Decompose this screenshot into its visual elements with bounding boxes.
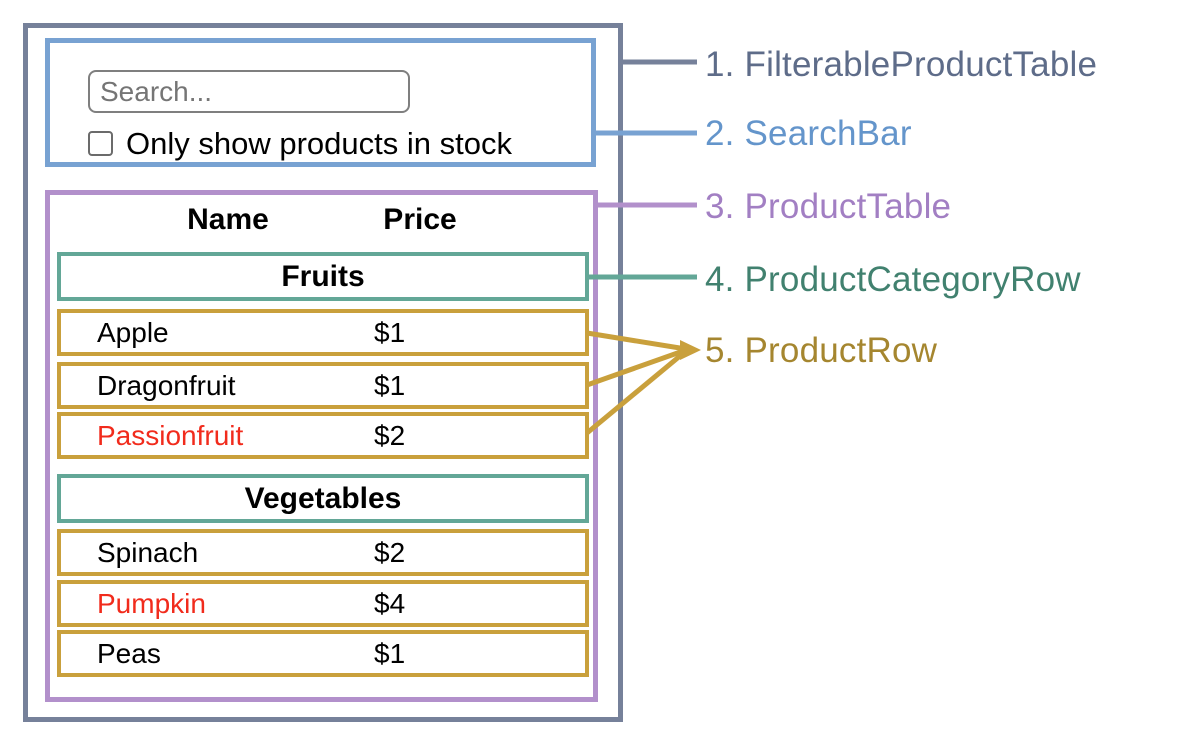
product-name: Passionfruit	[97, 419, 244, 451]
product-price: $1	[374, 637, 406, 669]
product-name: Pumpkin	[97, 587, 206, 619]
legend-product-category-row: 4. ProductCategoryRow	[705, 260, 1081, 299]
category-label: Fruits	[281, 259, 365, 293]
product-price: $4	[374, 587, 406, 619]
product-price: $2	[374, 536, 406, 568]
category-label: Vegetables	[244, 481, 402, 515]
column-header-name: Name	[187, 203, 269, 236]
product-price: $1	[374, 316, 406, 348]
product-row: Pumpkin $4	[57, 580, 589, 627]
product-name: Dragonfruit	[97, 369, 236, 401]
column-header-price: Price	[383, 203, 457, 236]
product-row: Dragonfruit $1	[57, 362, 589, 409]
legend-search-bar: 2. SearchBar	[705, 114, 912, 153]
product-category-row: Vegetables	[57, 474, 589, 523]
legend-filterable-product-table: 1. FilterableProductTable	[705, 45, 1098, 84]
product-row: Apple $1	[57, 309, 589, 356]
product-price: $2	[374, 419, 406, 451]
legend-product-table: 3. ProductTable	[705, 187, 952, 226]
product-rows: Fruits Apple $1 Dragonfruit $1 Passionfr…	[57, 252, 589, 677]
product-row: Spinach $2	[57, 529, 589, 576]
product-price: $1	[374, 369, 406, 401]
search-input[interactable]	[88, 70, 410, 113]
arrowhead-product-row	[680, 340, 701, 360]
in-stock-checkbox[interactable]	[88, 131, 113, 156]
legend-product-row: 5. ProductRow	[705, 331, 938, 370]
in-stock-checkbox-label: Only show products in stock	[126, 126, 512, 161]
product-category-row: Fruits	[57, 252, 589, 301]
product-name: Apple	[97, 316, 169, 348]
product-row: Passionfruit $2	[57, 412, 589, 459]
product-name: Spinach	[97, 536, 199, 568]
product-row: Peas $1	[57, 630, 589, 677]
product-name: Peas	[97, 637, 161, 669]
